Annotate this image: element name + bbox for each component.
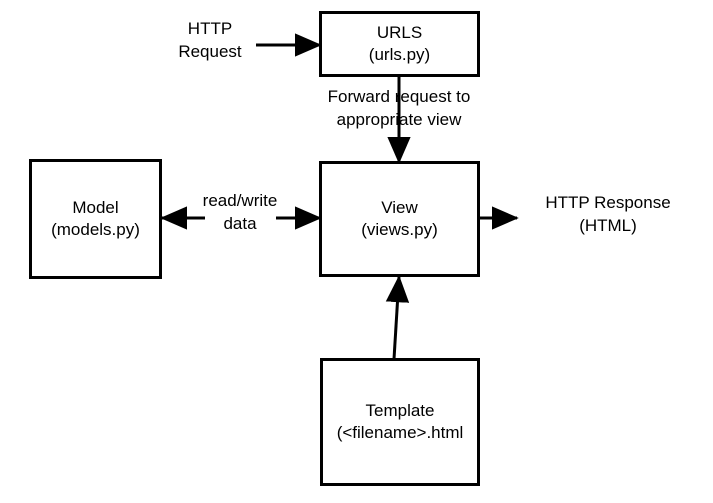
edge-label-read-write-data-line2: data <box>223 213 257 233</box>
edge-label-http-request-line1: HTTP <box>187 19 233 38</box>
node-urls-file: (urls.py) <box>368 45 431 64</box>
node-model-title: Model <box>72 197 119 217</box>
node-urls-title: URLS <box>376 22 423 42</box>
arrow-template-to-view <box>385 275 410 360</box>
node-template: Template (<filename>.html <box>320 358 480 486</box>
edge-label-http-request-line2: Request <box>178 41 242 61</box>
node-view-file: (views.py) <box>361 220 438 239</box>
edge-label-forward-request-line2: appropriate view <box>336 109 462 129</box>
node-template-file: (<filename>.html <box>336 423 464 442</box>
edge-label-read-write-data-line1: read/write <box>202 191 278 210</box>
node-model-file: (models.py) <box>51 220 140 239</box>
edge-label-http-response-line2: (HTML) <box>579 215 637 235</box>
node-view-title: View <box>381 197 418 217</box>
edge-label-forward-request: Forward request to appropriate view <box>299 86 499 132</box>
edge-label-read-write-data: read/write data <box>180 190 300 236</box>
node-model: Model (models.py) <box>29 159 162 279</box>
node-template-title: Template <box>365 400 435 420</box>
node-urls: URLS (urls.py) <box>319 11 480 77</box>
node-view: View (views.py) <box>319 161 480 277</box>
edge-label-http-response-line1: HTTP Response <box>545 193 671 212</box>
edge-label-http-request: HTTP Request <box>140 18 280 64</box>
edge-label-forward-request-line1: Forward request to <box>327 87 471 106</box>
edge-label-http-response: HTTP Response (HTML) <box>518 192 698 238</box>
